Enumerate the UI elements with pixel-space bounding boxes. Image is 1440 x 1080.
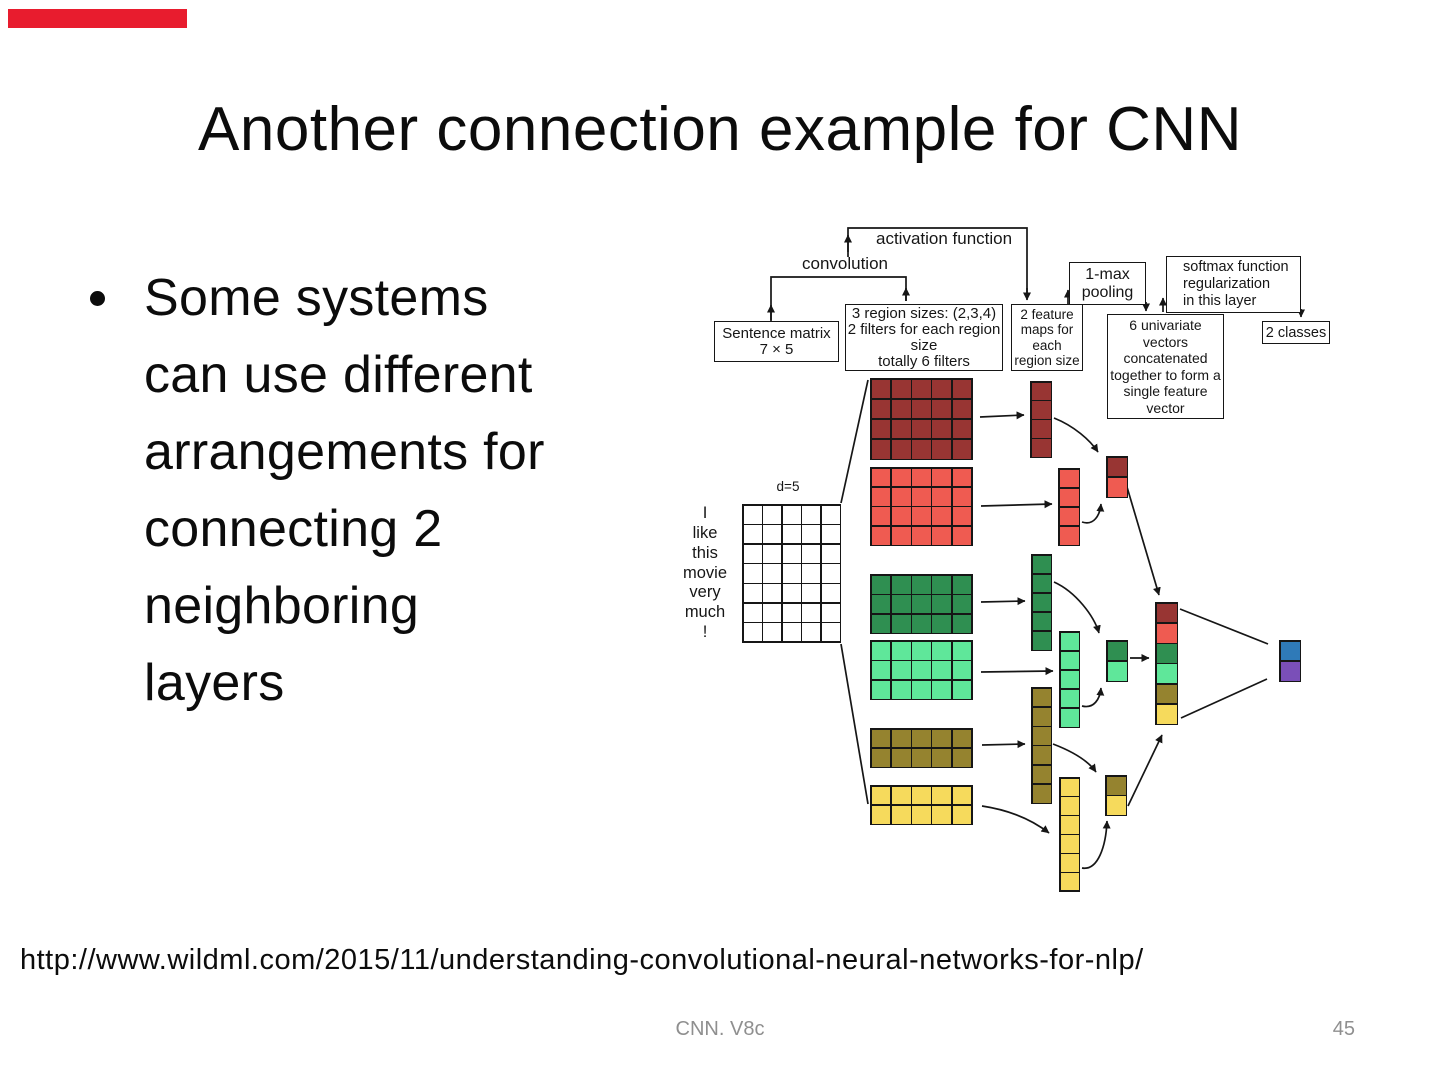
filter-size4-red [870, 467, 973, 546]
filter-size4-dark-red [870, 378, 973, 460]
featuremap-dark-green [1031, 554, 1052, 651]
filter-size3-dark-green [870, 574, 973, 634]
bullet-text: Some systems can use different arrangeme… [144, 269, 545, 712]
page-number: 45 [1332, 1018, 1355, 1040]
feature-vector [1155, 602, 1178, 725]
filter-size2-yellow [870, 785, 973, 825]
activation-function-label: activation function [876, 229, 1013, 248]
sentence-matrix [742, 504, 841, 643]
featuremap-yellow [1059, 777, 1080, 892]
pooled-pair-yellow [1105, 775, 1127, 816]
footer-deck-label: CNN. V8c [675, 1018, 765, 1040]
pooling-box: 1-max pooling [1069, 262, 1146, 305]
feature-maps-box: 2 feature maps for each region size [1011, 304, 1083, 371]
featuremap-olive [1031, 687, 1052, 804]
featuremap-red [1058, 468, 1080, 546]
univariate-vector-box: 6 univariate vectors concatenated togeth… [1107, 314, 1224, 419]
featuremap-dark-red [1030, 381, 1052, 458]
softmax-box: softmax function regularization in this … [1166, 256, 1301, 313]
featuremap-mint [1059, 631, 1080, 728]
convolution-label: convolution [801, 254, 888, 273]
output-classes [1279, 640, 1301, 682]
source-url[interactable]: http://www.wildml.com/2015/11/understand… [20, 944, 1144, 976]
bullet-item: Some systems can use different arrangeme… [90, 260, 644, 722]
filters-box: 3 region sizes: (2,3,4) 2 filters for ea… [845, 304, 1003, 371]
classes-box: 2 classes [1262, 321, 1330, 344]
sentence-matrix-box: Sentence matrix 7 × 5 [714, 321, 839, 362]
bullet-marker [90, 291, 105, 306]
accent-bar [8, 9, 187, 28]
pooled-pair-green [1106, 640, 1128, 682]
slide-title: Another connection example for CNN [198, 95, 1242, 164]
dimension-label: d=5 [776, 479, 800, 494]
filter-size3-mint [870, 640, 973, 700]
filter-size2-olive [870, 728, 973, 768]
sentence-words: I like this movie very much ! [682, 504, 727, 642]
pooled-pair-red [1106, 456, 1128, 498]
